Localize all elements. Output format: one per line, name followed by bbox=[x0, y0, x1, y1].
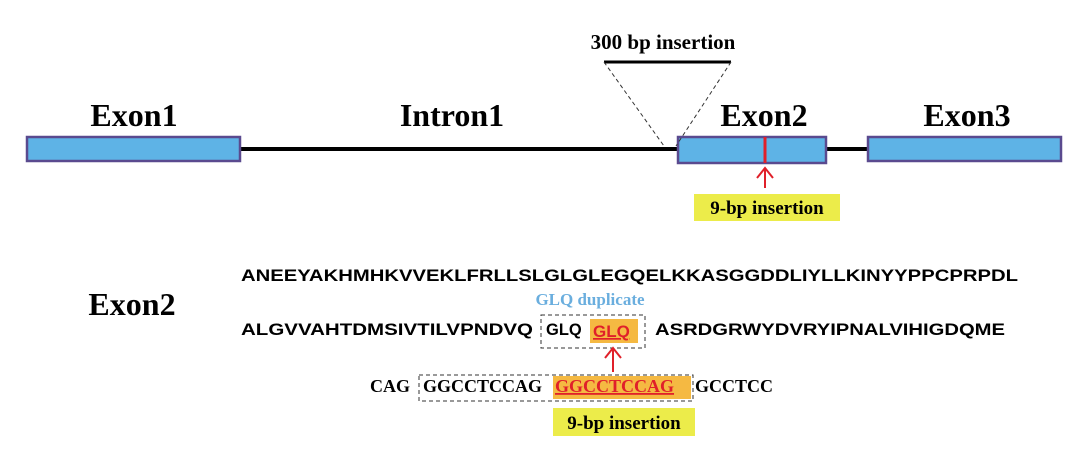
dna-sequence-before: CAG bbox=[370, 376, 410, 396]
glq-duplicate-label: GLQ duplicate bbox=[535, 290, 645, 309]
dna-duplicate-box bbox=[418, 374, 694, 402]
protein-sequence-line2-before: ALGVVAHTDMSIVTILVPNDVQ bbox=[241, 321, 533, 339]
arrow-up-head-bottom bbox=[604, 346, 622, 359]
protein-glq-inserted: GLQ bbox=[593, 322, 630, 341]
exon1-box bbox=[25, 135, 242, 163]
arrow-up-head-top bbox=[756, 166, 774, 179]
exon3-box bbox=[866, 135, 1063, 163]
dna-sequence-original: GGCCTCCAG bbox=[423, 376, 542, 396]
insertion-300bp-guide-right bbox=[675, 61, 732, 147]
protein-sequence-line2-after: ASRDGRWYDVRYIPNALVIHIGDQME bbox=[655, 321, 1005, 339]
insertion-300bp-label: 300 bp insertion bbox=[591, 30, 736, 54]
dna-inserted-highlight bbox=[553, 376, 691, 399]
exon1-label: Exon1 bbox=[90, 97, 177, 133]
dna-sequence-inserted: GGCCTCCAG bbox=[555, 376, 674, 396]
exon2-sequence-label: Exon2 bbox=[88, 286, 175, 322]
glq-duplicate-box bbox=[540, 314, 646, 349]
insertion-9bp-label-bottom: 9-bp insertion bbox=[567, 413, 681, 434]
insertion-9bp-badge-bottom bbox=[553, 408, 695, 436]
exon2-label: Exon2 bbox=[720, 97, 807, 133]
intron1-label: Intron1 bbox=[400, 97, 504, 133]
insertion-9bp-badge-top bbox=[694, 194, 840, 221]
insertion-300bp-guide-left bbox=[603, 61, 665, 147]
exon3-label: Exon3 bbox=[923, 97, 1010, 133]
protein-glq-original: GLQ bbox=[546, 321, 582, 339]
insertion-9bp-label-top: 9-bp insertion bbox=[710, 198, 824, 219]
exon2-box bbox=[676, 135, 828, 165]
dna-sequence-after: GCCTCC bbox=[695, 376, 773, 396]
protein-sequence-line1: ANEEYAKHMHKVVEKLFRLLSLGLGLEGQELKKASGGDDL… bbox=[241, 267, 1018, 285]
glq-inserted-highlight bbox=[590, 319, 638, 343]
